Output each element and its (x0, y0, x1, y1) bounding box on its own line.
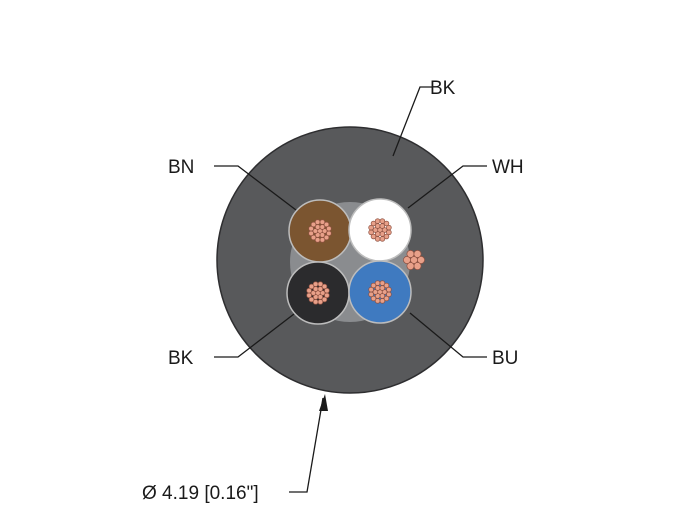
copper-strand (323, 234, 330, 241)
copper-strand (319, 290, 326, 296)
drain-strand (417, 256, 425, 264)
copper-strand (374, 218, 381, 224)
leader-black (214, 313, 295, 358)
copper-strand (314, 237, 321, 243)
copper-strand (379, 298, 386, 304)
drain-wire (403, 249, 425, 271)
copper-strand (326, 225, 332, 232)
strands-white (368, 218, 392, 242)
copper-strand (312, 299, 319, 305)
leader-white (407, 165, 487, 209)
conductor-white (348, 198, 412, 262)
label-blue: BU (492, 348, 518, 369)
copper-strand (324, 287, 330, 294)
copper-strand (321, 296, 328, 303)
copper-strand (383, 295, 390, 302)
conductor-brown (288, 199, 352, 263)
copper-strand (370, 282, 377, 289)
copper-strand (383, 220, 390, 227)
copper-strand (381, 289, 388, 295)
copper-strand (370, 220, 377, 227)
conductor-blue (348, 260, 412, 324)
leader-diameter (289, 397, 324, 493)
copper-strand (368, 286, 374, 293)
label-diameter: Ø 4.19 [0.16"] (142, 483, 259, 504)
copper-strand (368, 224, 374, 231)
conductor-black (286, 261, 350, 325)
copper-strand (317, 281, 324, 287)
copper-strand (308, 225, 314, 232)
leader-lines (214, 86, 487, 493)
copper-strand (381, 227, 388, 233)
copper-strand (383, 233, 390, 240)
copper-strand (379, 236, 386, 242)
copper-strand (374, 280, 381, 286)
copper-strand (374, 298, 381, 304)
copper-strand (310, 234, 317, 241)
copper-strand (312, 228, 319, 234)
copper-strand (317, 299, 324, 305)
copper-strand (310, 290, 317, 296)
strands-brown (308, 219, 332, 243)
copper-strand (383, 282, 390, 289)
copper-strand (310, 221, 317, 228)
drain-strand (406, 262, 415, 271)
diameter-arrowhead (319, 394, 328, 411)
copper-strand (319, 237, 326, 243)
copper-strand (370, 233, 377, 240)
copper-strand (321, 228, 328, 234)
strands-blue (368, 280, 392, 304)
label-brown: BN (168, 157, 194, 178)
label-black: BK (168, 348, 194, 369)
copper-strand (308, 296, 315, 303)
copper-strand (370, 295, 377, 302)
leader-jacket (392, 86, 432, 157)
leader-blue (409, 312, 487, 358)
copper-strand (321, 283, 328, 290)
copper-strand (379, 218, 386, 224)
leader-brown (214, 165, 297, 211)
copper-strand (368, 291, 374, 298)
label-jacket: BK (430, 78, 456, 99)
copper-strand (368, 229, 374, 236)
drain-strand (413, 262, 422, 271)
copper-strand (308, 283, 315, 290)
copper-strand (323, 221, 330, 228)
copper-strand (379, 280, 386, 286)
copper-strand (386, 286, 392, 293)
copper-strand (314, 219, 321, 225)
copper-strand (306, 287, 312, 294)
copper-strand (308, 230, 314, 237)
strands-black (306, 281, 330, 305)
copper-strand (372, 289, 379, 295)
label-white: WH (492, 157, 524, 178)
copper-strand (386, 224, 392, 231)
drain-strand (413, 249, 422, 258)
copper-strand (372, 227, 379, 233)
copper-strand (312, 281, 319, 287)
copper-strand (374, 236, 381, 242)
copper-strand (306, 292, 312, 299)
drain-strand (406, 249, 415, 258)
copper-strand (319, 219, 326, 225)
drain-strand (403, 256, 411, 264)
